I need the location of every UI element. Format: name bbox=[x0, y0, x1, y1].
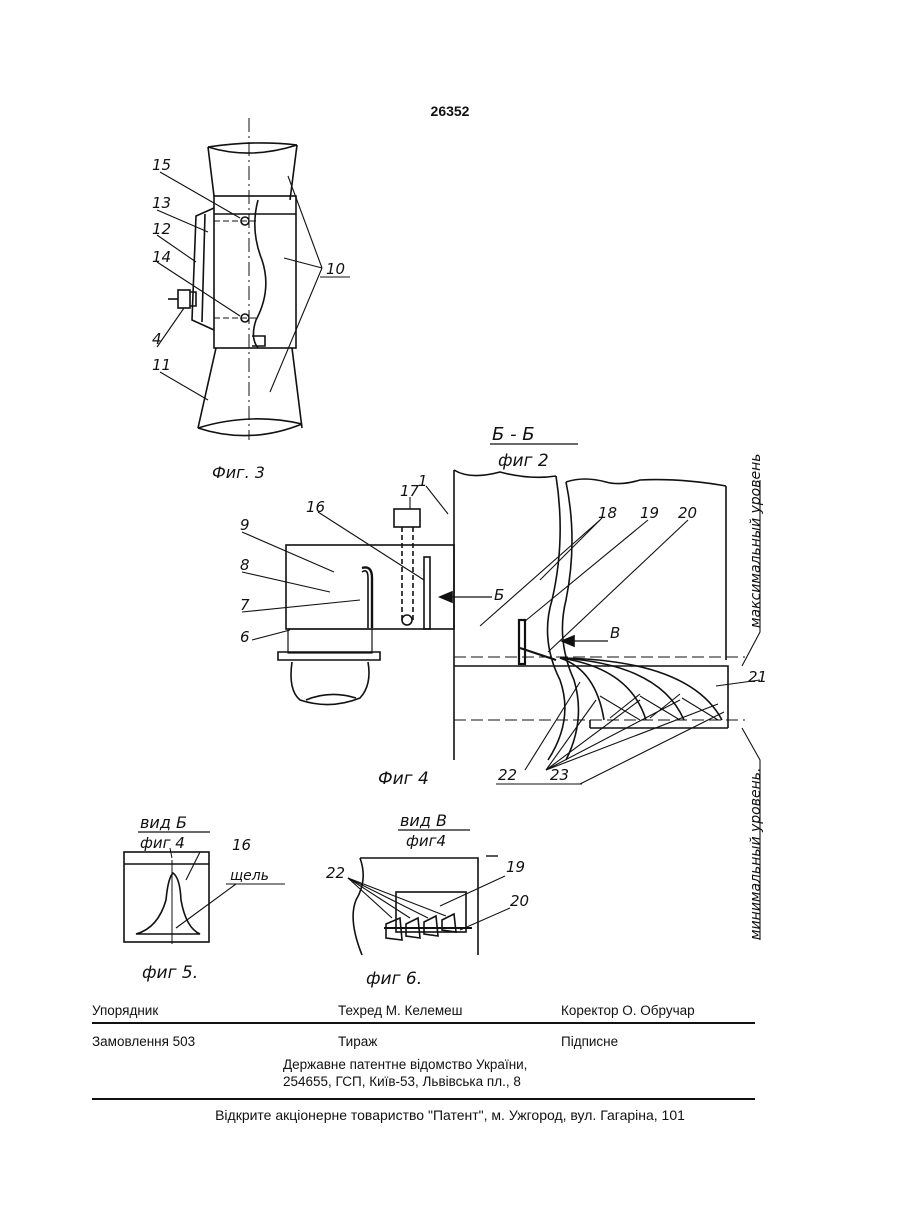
fig4-label-6: 6 bbox=[240, 628, 250, 646]
fig5-view: вид Б bbox=[140, 813, 187, 832]
fig3-label-11: 11 bbox=[152, 356, 171, 374]
fig3-label-4: 4 bbox=[152, 330, 162, 348]
fig4-label-18: 18 bbox=[598, 504, 617, 522]
fig4-min-level: минимальный уровень. bbox=[748, 768, 764, 940]
footer-techred: Техред М. Келемеш bbox=[338, 1003, 462, 1018]
fig6-view: вид В bbox=[400, 811, 447, 830]
footer-publisher: Відкрите акціонерне товариство "Патент",… bbox=[0, 1107, 900, 1123]
fig4-max-level: максимальный уровень bbox=[748, 454, 764, 629]
footer-circulation: Тираж bbox=[338, 1034, 377, 1049]
fig3-label-15: 15 bbox=[152, 156, 171, 174]
fig4-label-9: 9 bbox=[240, 516, 250, 534]
fig3-label-10: 10 bbox=[326, 260, 345, 278]
fig6-label-19: 19 bbox=[506, 858, 525, 876]
fig4-label-19: 19 bbox=[640, 504, 659, 522]
fig5-label-slot: щель bbox=[230, 868, 269, 884]
fig3-label-14: 14 bbox=[152, 248, 171, 266]
fig4-label-16: 16 bbox=[306, 498, 325, 516]
fig4-label-7: 7 bbox=[240, 596, 250, 614]
footer-office-line1: Державне патентне відомство України, bbox=[283, 1057, 527, 1072]
fig3-caption: Фиг. 3 bbox=[212, 463, 265, 482]
fig4-label-17: 17 bbox=[400, 482, 420, 500]
fig5-label-16: 16 bbox=[232, 836, 251, 854]
fig4-label-b: Б bbox=[494, 586, 504, 604]
fig3-drawing bbox=[157, 118, 350, 440]
fig4-label-8: 8 bbox=[240, 556, 250, 574]
fig4-caption: Фиг 4 bbox=[378, 769, 429, 789]
fig6-caption: фиг 6. bbox=[366, 969, 422, 989]
fig3-label-13: 13 bbox=[152, 194, 171, 212]
footer-subscription: Підписне bbox=[561, 1034, 618, 1049]
fig4-section-ref: фиг 2 bbox=[498, 451, 549, 471]
fig6-label-22: 22 bbox=[326, 864, 345, 882]
fig6-view-ref: фиг4 bbox=[406, 832, 446, 850]
footer-office-line2: 254655, ГСП, Київ-53, Львівська пл., 8 bbox=[283, 1074, 521, 1089]
fig4-label-23: 23 bbox=[550, 766, 569, 784]
footer-order: Замовлення 503 bbox=[92, 1034, 195, 1049]
footer-corrector: Коректор О. Обручар bbox=[561, 1003, 695, 1018]
fig4-label-v: В bbox=[610, 624, 620, 642]
fig3-label-12: 12 bbox=[152, 220, 171, 238]
fig5-caption: фиг 5. bbox=[142, 963, 198, 983]
footer-compiler: Упорядник bbox=[92, 1003, 158, 1018]
footer-rule-bottom bbox=[92, 1098, 755, 1100]
fig4-label-20: 20 bbox=[678, 504, 697, 522]
fig4-label-1: 1 bbox=[418, 472, 428, 490]
fig4-section: Б - Б bbox=[492, 424, 535, 445]
fig6-label-20: 20 bbox=[510, 892, 529, 910]
footer-rule-top bbox=[92, 1022, 755, 1024]
fig5-view-ref: фиг 4 bbox=[140, 834, 185, 852]
fig4-label-21: 21 bbox=[748, 668, 767, 686]
fig4-label-22: 22 bbox=[498, 766, 517, 784]
